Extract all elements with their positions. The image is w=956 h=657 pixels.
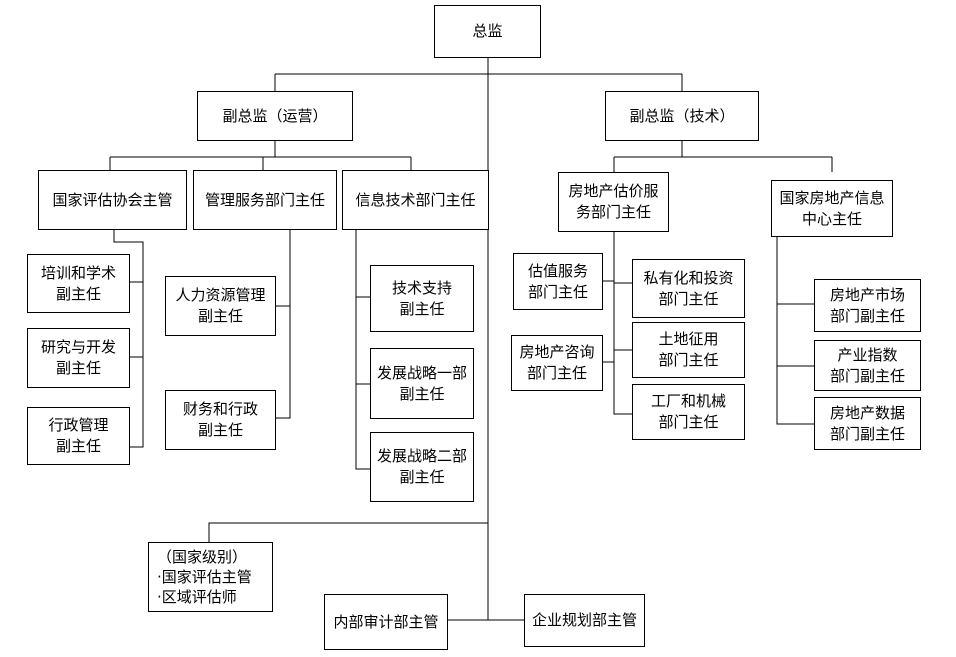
box-line-1: 私有化和投资 <box>643 268 734 287</box>
deputy-operations-label: 副总监（运营） <box>222 106 328 125</box>
management-services-box: 管理服务部门主任 <box>193 170 337 230</box>
enterprise-planning-label: 企业规划部主管 <box>531 611 637 629</box>
box-line-2: 部门副主任 <box>829 306 905 325</box>
box-line-2: 副主任 <box>197 307 243 325</box>
technical-support-box: 技术支持 副主任 <box>370 265 474 332</box>
box-line-1: 发展战略一部 <box>376 363 467 382</box>
box-line-2: 部门主任 <box>526 364 587 382</box>
box-line-1: 估值服务 <box>527 261 588 280</box>
box-line-1: 技术支持 <box>391 278 452 297</box>
real-estate-valuation-services-box: 房地产估价服 务部门主任 <box>558 172 669 232</box>
information-technology-box: 信息技术部门主任 <box>342 170 489 230</box>
unit-label: 国家评估协会主管 <box>52 190 173 209</box>
box-line-2: 副主任 <box>55 284 101 303</box>
privatization-investment-box: 私有化和投资 部门主任 <box>632 259 745 318</box>
internal-audit-label: 内部审计部主管 <box>333 612 439 631</box>
box-line-2: 部门主任 <box>527 282 588 301</box>
box-line-1: 国家房地产信息 <box>779 188 885 207</box>
administration-box: 行政管理 副主任 <box>27 407 130 465</box>
national-property-info-centre-box: 国家房地产信息 中心主任 <box>771 180 893 237</box>
real-estate-consulting-box: 房地产咨询 部门主任 <box>511 335 603 391</box>
box-line-2: 副主任 <box>197 421 243 439</box>
deputy-operations-box: 副总监（运营） <box>197 91 353 141</box>
box-line-2: 副主任 <box>399 468 445 486</box>
box-line-1: 房地产咨询 <box>519 343 595 361</box>
box-line-1: 研究与开发 <box>40 338 116 356</box>
box-line-2: 部门主任 <box>658 413 719 431</box>
box-line-1: 人力资源管理 <box>175 286 266 304</box>
box-line-1: 房地产市场 <box>829 285 905 304</box>
box-line-2: 部门副主任 <box>829 424 905 443</box>
national-valuation-association-box: 国家评估协会主管 <box>38 170 187 230</box>
unit-label: 信息技术部门主任 <box>355 190 476 209</box>
enterprise-planning-box: 企业规划部主管 <box>524 594 645 647</box>
box-line-1: 房地产估价服 <box>568 182 659 200</box>
box-line-1: 土地征用 <box>658 330 719 348</box>
deputy-technology-label: 副总监（技术） <box>629 106 735 125</box>
industry-index-box: 产业指数 部门副主任 <box>814 340 921 391</box>
national-level-item: ·国家评估主管 <box>157 568 252 586</box>
training-academic-box: 培训和学术 副主任 <box>27 254 130 313</box>
box-line-1: 培训和学术 <box>40 263 116 282</box>
box-line-1: 发展战略二部 <box>376 447 467 465</box>
research-development-box: 研究与开发 副主任 <box>27 328 130 388</box>
national-level-box: （国家级别） ·国家评估主管 ·区域评估师 <box>148 542 273 612</box>
box-line-1: 房地产数据 <box>829 403 905 422</box>
unit-label: 管理服务部门主任 <box>204 190 325 209</box>
box-line-2: 部门副主任 <box>829 366 905 385</box>
box-line-2: 务部门主任 <box>575 203 651 221</box>
national-level-item: ·区域评估师 <box>157 588 237 606</box>
box-line-1: 产业指数 <box>837 345 898 364</box>
internal-audit-box: 内部审计部主管 <box>324 594 448 650</box>
human-resources-box: 人力资源管理 副主任 <box>165 276 276 336</box>
box-line-1: 财务和行政 <box>182 400 258 418</box>
director-box: 总监 <box>434 5 541 58</box>
property-data-box: 房地产数据 部门副主任 <box>814 397 921 450</box>
deputy-technology-box: 副总监（技术） <box>605 91 759 141</box>
box-line-1: 行政管理 <box>48 416 109 434</box>
box-line-2: 副主任 <box>55 359 101 377</box>
box-line-2: 中心主任 <box>801 209 862 228</box>
strategy-dept-2-box: 发展战略二部 副主任 <box>370 432 474 502</box>
box-line-1: 工厂和机械 <box>650 392 726 410</box>
plant-machinery-box: 工厂和机械 部门主任 <box>632 384 745 440</box>
strategy-dept-1-box: 发展战略一部 副主任 <box>370 348 474 419</box>
box-line-2: 副主任 <box>55 437 101 455</box>
director-label: 总监 <box>472 22 503 40</box>
box-line-2: 副主任 <box>399 299 445 318</box>
national-level-heading: （国家级别） <box>157 548 248 566</box>
box-line-2: 副主任 <box>399 384 445 403</box>
property-market-box: 房地产市场 部门副主任 <box>814 279 921 332</box>
box-line-2: 部门主任 <box>658 351 719 369</box>
finance-administration-box: 财务和行政 副主任 <box>165 390 276 450</box>
box-line-2: 部门主任 <box>658 289 719 308</box>
land-acquisition-box: 土地征用 部门主任 <box>632 322 745 378</box>
valuation-services-box: 估值服务 部门主任 <box>513 253 603 310</box>
